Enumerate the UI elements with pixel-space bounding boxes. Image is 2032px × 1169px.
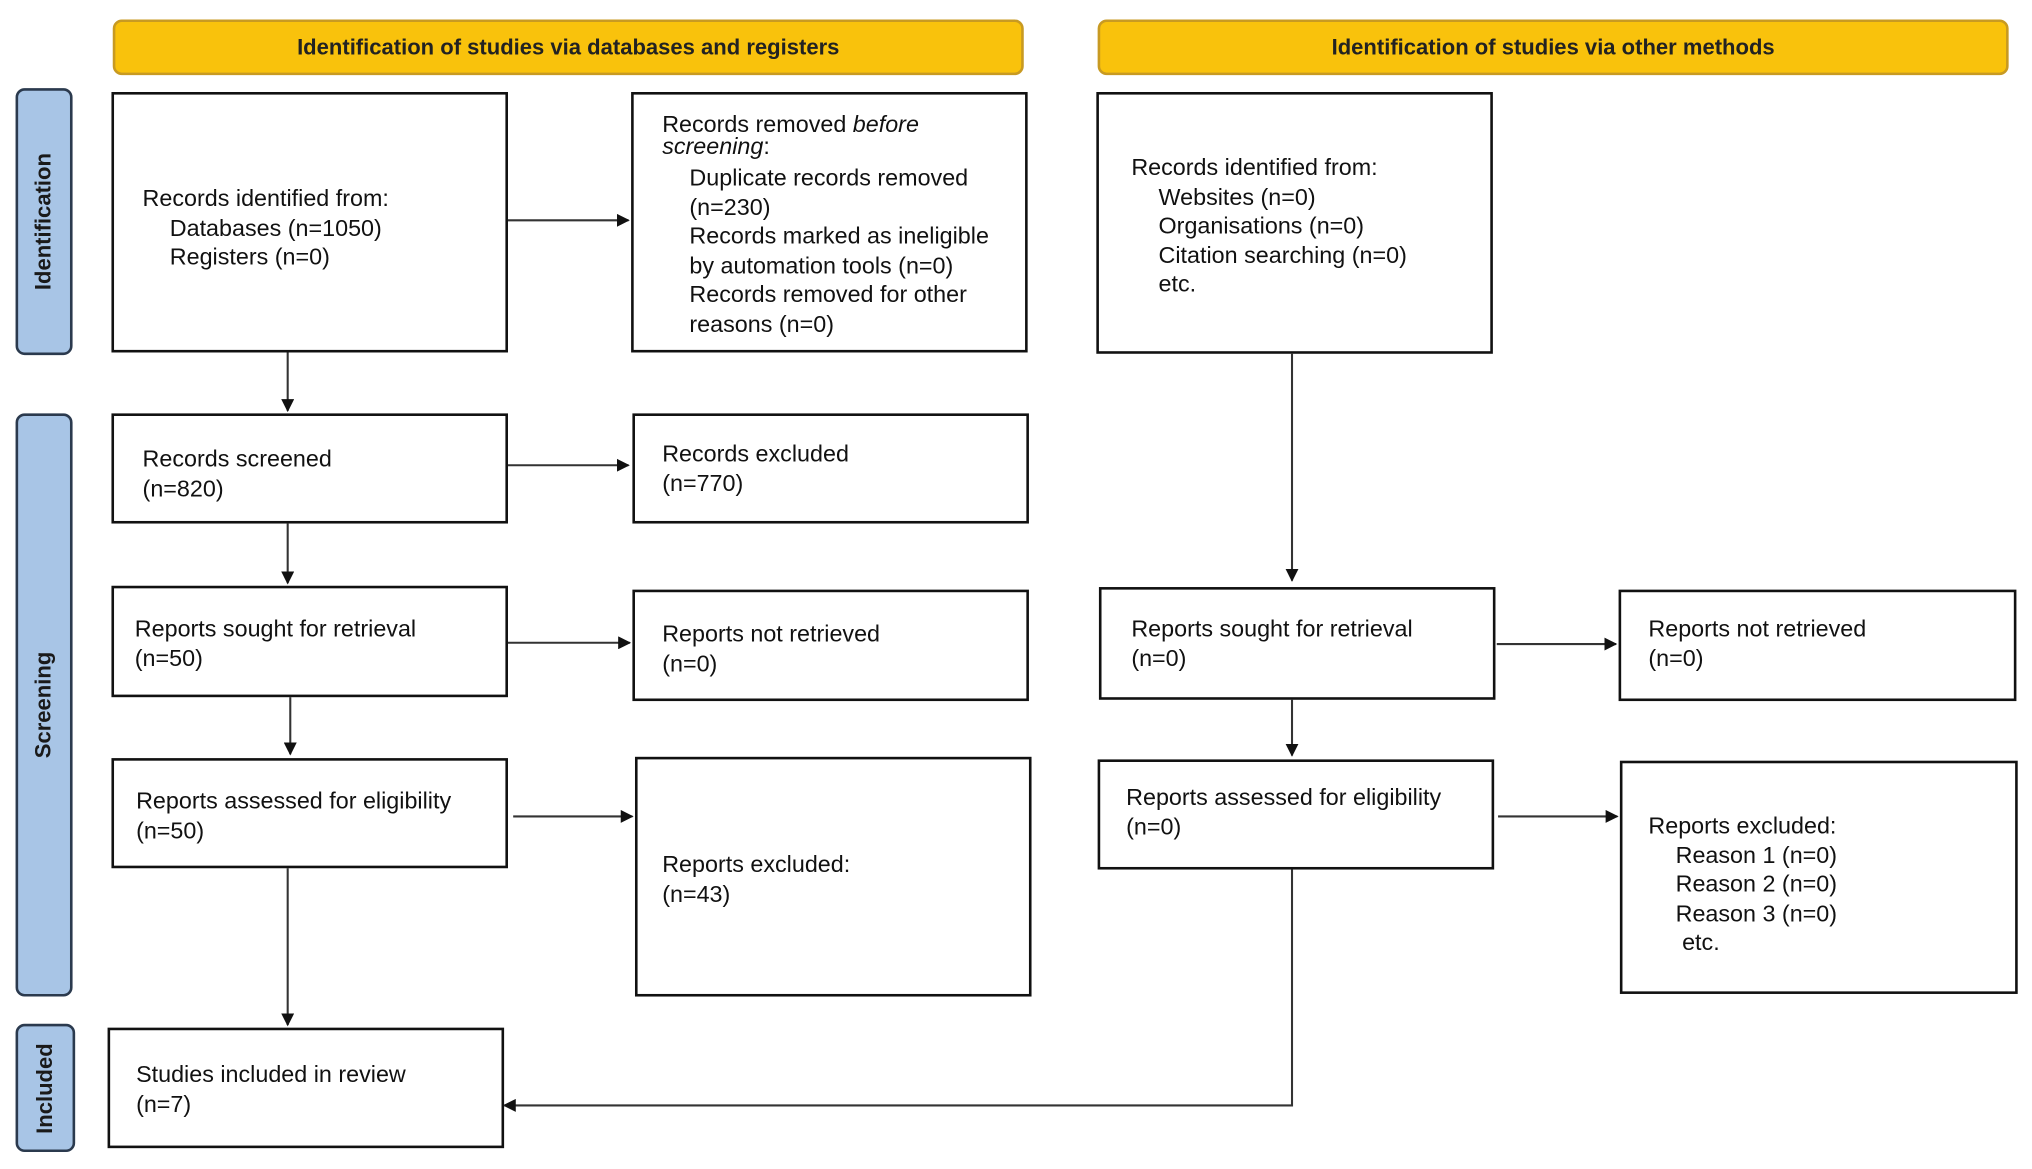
records-excluded-box: Records excluded(n=770) xyxy=(632,413,1029,524)
text: Records removed for other xyxy=(689,281,967,308)
text: (n=820) xyxy=(142,475,224,501)
arrow xyxy=(502,868,1294,1112)
header-other-methods: Identification of studies via other meth… xyxy=(1097,19,2009,76)
reports-assessed-box: Reports assessed for eligibility (n=50) xyxy=(111,758,508,869)
other-records-identified-box: Records identified from: Websites (n=0) … xyxy=(1096,92,1493,354)
text: Organisations (n=0) xyxy=(1158,212,1365,239)
reports-not-retrieved-box: Reports not retrieved (n=0) xyxy=(632,589,1029,702)
text: Records removed xyxy=(662,111,853,138)
text: Reason 3 (n=0) xyxy=(1675,900,1838,927)
text: before screening xyxy=(662,111,919,160)
text: : xyxy=(763,133,770,160)
text: etc. xyxy=(1158,271,1197,298)
text: (n=0) xyxy=(662,650,718,676)
text: Reason 2 (n=0) xyxy=(1675,871,1838,898)
other-reports-excluded-box: Reports excluded: Reason 1 (n=0) Reason … xyxy=(1619,760,2018,994)
text: Reports assessed for eligibility xyxy=(136,787,452,814)
text: by automation tools (n=0) xyxy=(689,252,954,279)
records-screened-box: Records screened (n=820) xyxy=(111,413,508,524)
text: Websites (n=0) xyxy=(1158,183,1316,210)
text: (n=43) xyxy=(662,880,731,907)
text: Databases (n=1050) xyxy=(169,214,382,241)
reports-sought-box: Reports sought for retrieval(n=50) xyxy=(111,585,508,698)
text: etc. xyxy=(1682,929,1720,956)
other-reports-not-retrieved-box: Reports not retrieved(n=0) xyxy=(1618,589,2017,702)
text: (n=770) xyxy=(662,469,744,496)
text: Records marked as ineligible xyxy=(689,223,989,250)
text: Reports sought for retrieval xyxy=(1131,615,1413,642)
text: (n=0) xyxy=(1126,813,1182,840)
text: (n=0) xyxy=(1131,644,1187,671)
header-other-label: Identification of studies via other meth… xyxy=(1331,34,1775,59)
phase-identification: Identification xyxy=(15,88,73,356)
text: Reports not retrieved xyxy=(662,620,881,647)
text: (n=50) xyxy=(134,644,203,671)
text: Records screened xyxy=(142,445,332,472)
text: (n=230) xyxy=(689,193,771,220)
text: Reports sought for retrieval xyxy=(134,615,417,642)
other-reports-assessed-box: Reports assessed for eligibility (n=0) xyxy=(1097,759,1495,870)
text: Records excluded xyxy=(662,440,849,467)
text: Duplicate records removed xyxy=(689,164,969,191)
phase-included: Included xyxy=(15,1023,76,1153)
text: (n=0) xyxy=(1648,644,1704,671)
phase-screening: Screening xyxy=(15,413,73,997)
records-identified-box: Records identified from: Databases (n=10… xyxy=(111,92,508,353)
header-databases: Identification of studies via databases … xyxy=(112,19,1024,76)
header-databases-label: Identification of studies via databases … xyxy=(297,34,840,59)
text: Reports assessed for eligibility xyxy=(1126,784,1442,810)
text: (n=50) xyxy=(136,817,205,844)
reports-excluded-box: Reports excluded:(n=43) xyxy=(634,756,1032,997)
text: Records identified from: xyxy=(142,185,389,212)
other-reports-sought-box: Reports sought for retrieval(n=0) xyxy=(1098,587,1496,700)
records-removed-box: Records removed before screening: Duplic… xyxy=(631,92,1028,353)
text: Reason 1 (n=0) xyxy=(1675,841,1838,868)
text: Reports excluded: xyxy=(1648,812,1837,839)
text: Studies included in review xyxy=(136,1061,406,1088)
text: Reports not retrieved xyxy=(1648,615,1867,642)
text: reasons (n=0) xyxy=(689,310,834,337)
text: Records identified from: xyxy=(1131,154,1378,181)
studies-included-box: Studies included in review(n=7) xyxy=(107,1027,505,1149)
text: Reports excluded: xyxy=(662,851,851,878)
text: Registers (n=0) xyxy=(169,243,330,270)
text: Citation searching (n=0) xyxy=(1158,242,1407,268)
text: (n=7) xyxy=(136,1090,192,1117)
